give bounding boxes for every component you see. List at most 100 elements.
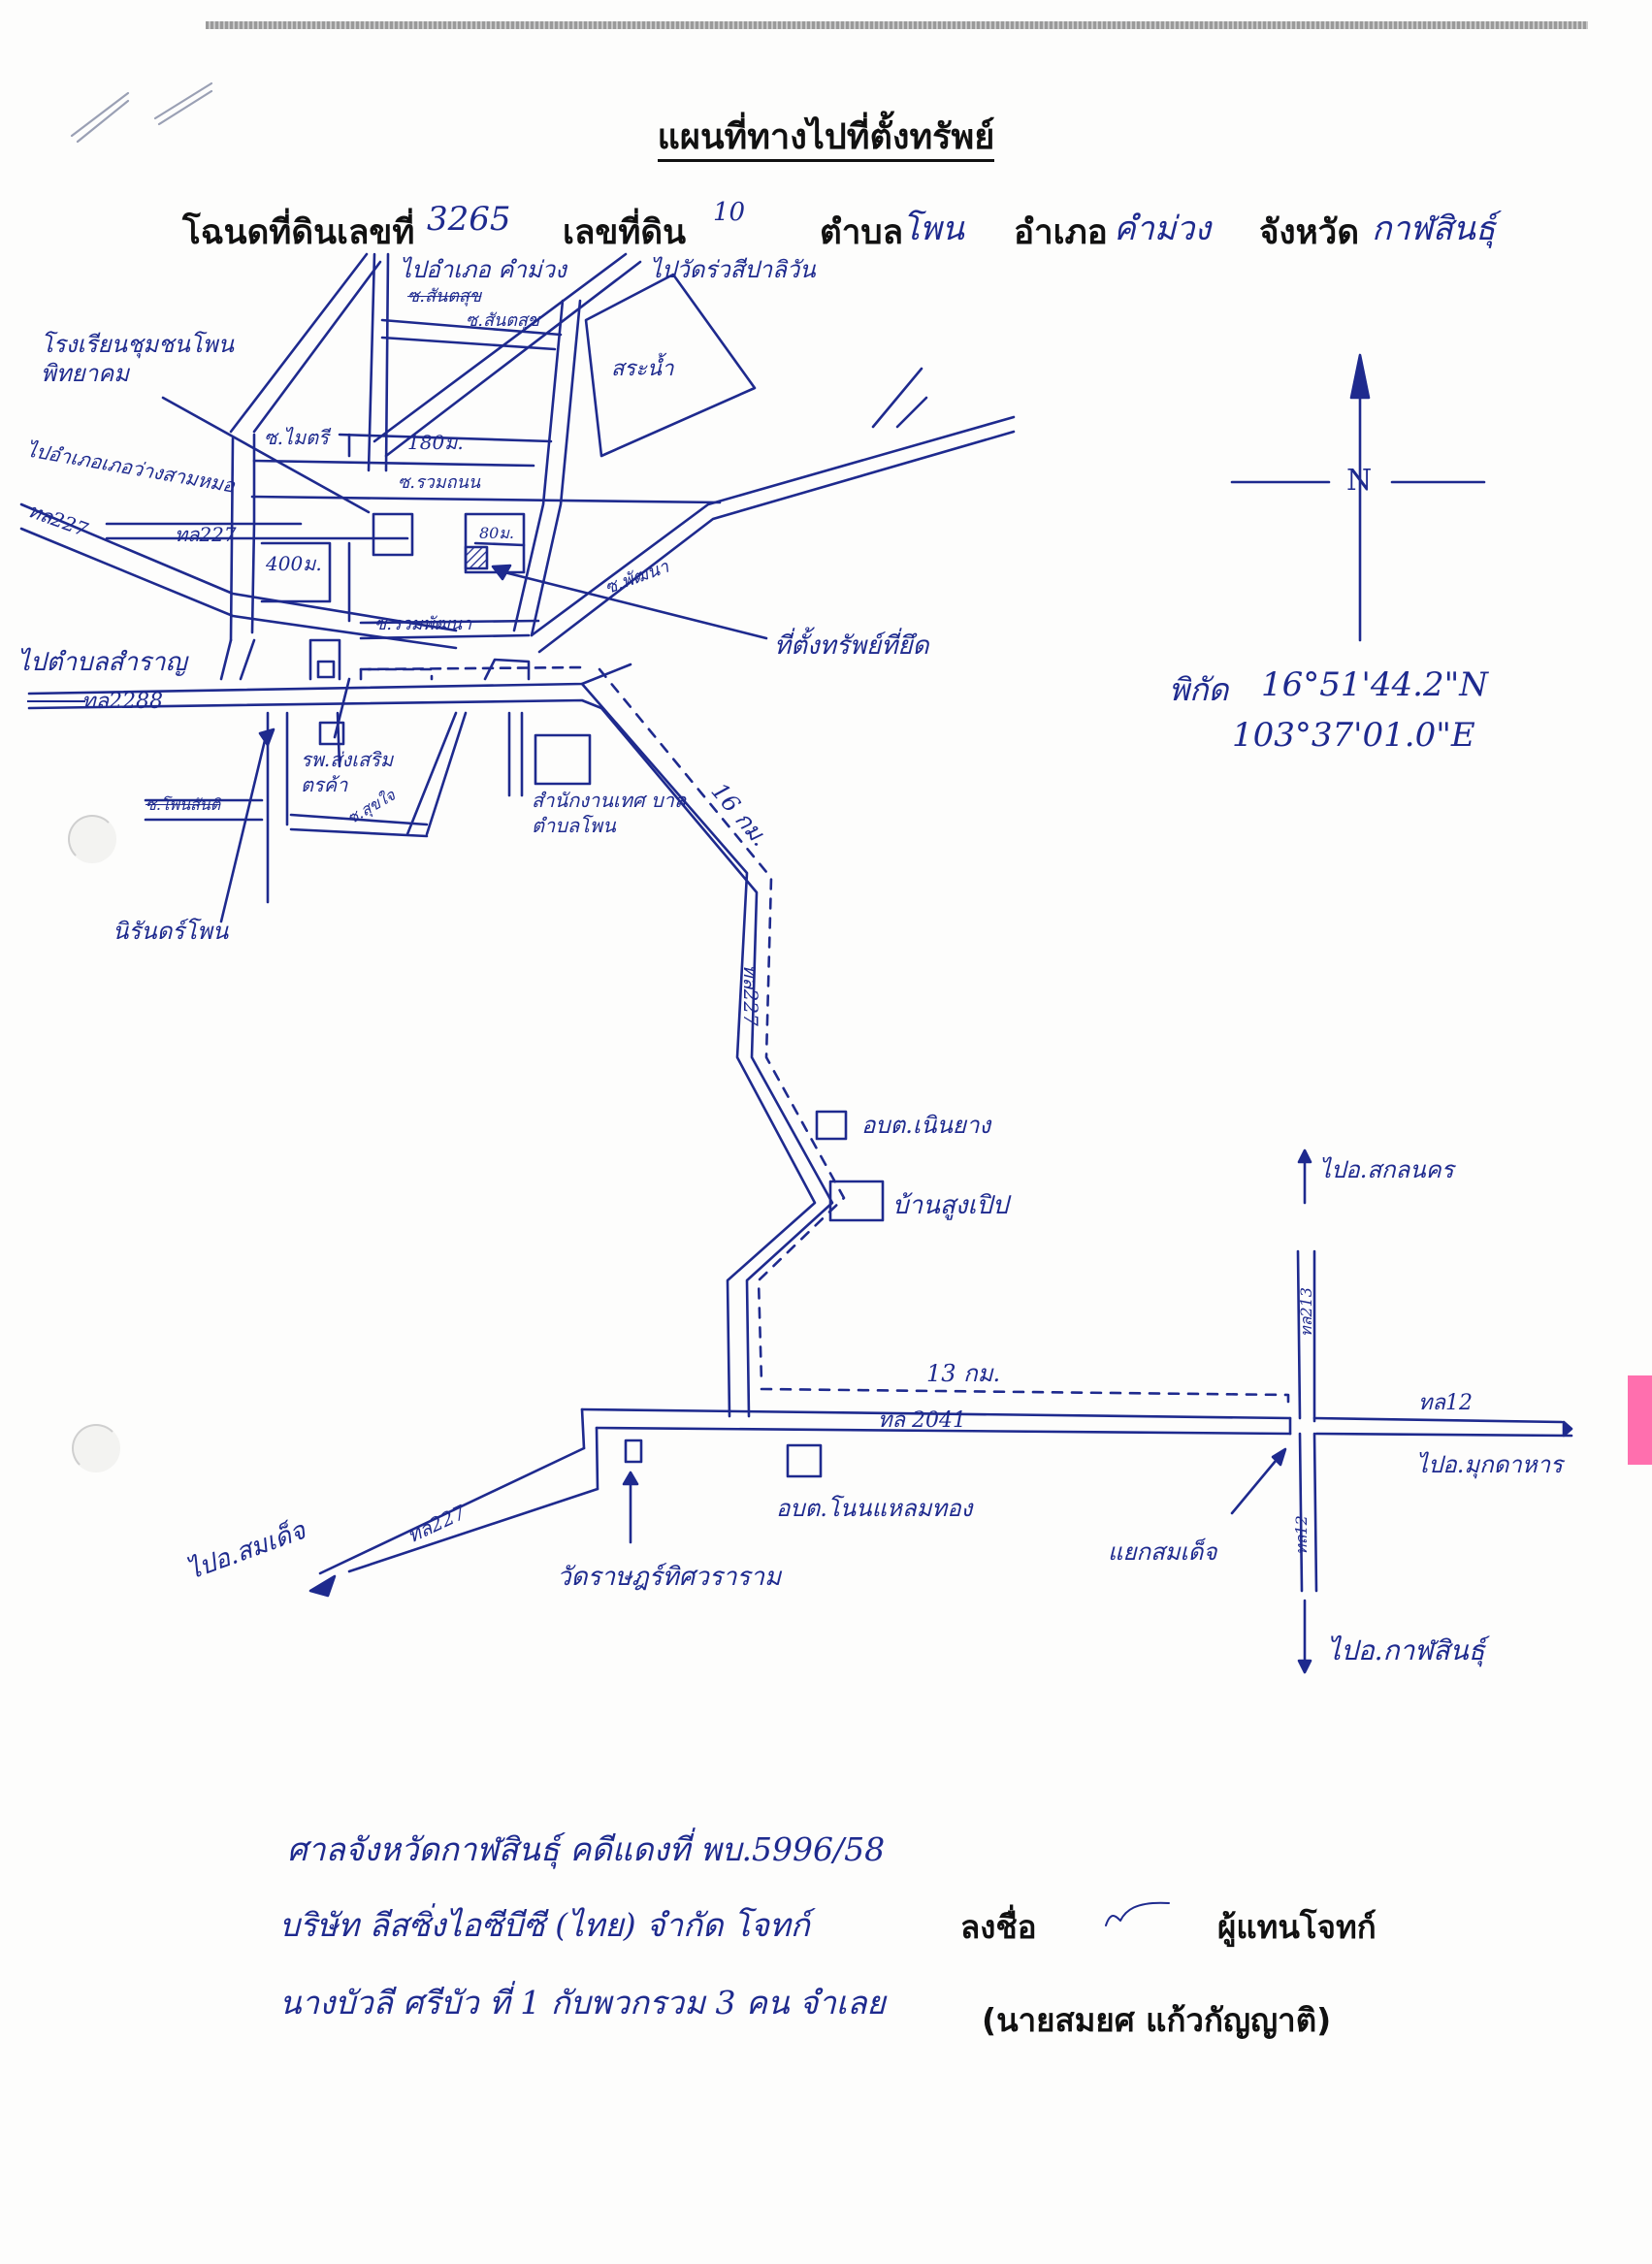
district-value: คำม่วง — [1114, 210, 1211, 248]
subdistrict-label: ตำบล — [820, 213, 904, 252]
sign-label: ลงชื่อ — [960, 1908, 1037, 1946]
label-soi-santisuk: ซ.สันตสุข — [466, 310, 540, 331]
road-northeast — [530, 367, 1016, 654]
property-parcel-hatched — [464, 545, 489, 570]
label-hwy-227-mid: ทล227 — [175, 523, 237, 546]
road-hwy-227-west — [19, 502, 458, 650]
label-to-sakon: ไปอ.สกลนคร — [1319, 1156, 1454, 1183]
compass-rose — [1230, 353, 1486, 642]
sao-noenyang-block — [815, 1110, 848, 1141]
signer-name: (นายสมยศ แก้วกัญญาติ) — [982, 2001, 1332, 2039]
junction-arrowhead — [1271, 1447, 1287, 1467]
block-rectangle — [464, 512, 526, 574]
police-pointer-arrowhead — [258, 728, 275, 747]
label-to-kalasin: ไปอ.กาฬสินธุ์ — [1327, 1634, 1485, 1666]
block-400m — [260, 541, 332, 603]
road-diagonal-top — [373, 252, 642, 458]
district-label: อำเภอ — [1014, 213, 1108, 252]
subdistrict-value: โพน — [902, 210, 964, 248]
label-to-wat: ไปวัดร่วสีปาลิวัน — [650, 256, 816, 283]
label-municipal-office: สำนักงานเทศ บาลตำบลโพน — [532, 789, 687, 837]
hospital-block — [318, 721, 345, 746]
shop-marker — [316, 660, 336, 679]
coordinates-longitude: 103°37'01.0"E — [1232, 716, 1475, 755]
property-pointer-line — [502, 570, 768, 640]
north-arrowhead — [1297, 1148, 1312, 1164]
road-soi-santisuk — [380, 336, 557, 351]
road-hwy-213-12-crossing — [1288, 1249, 1573, 1593]
deed-label: โฉนดที่ดินเลขที่ — [182, 213, 415, 252]
road-diagonal-left — [229, 252, 382, 434]
south-arrowhead — [1297, 1659, 1312, 1674]
sao-nonkhamthong-block — [786, 1443, 823, 1478]
wat-block — [624, 1439, 643, 1464]
pond-outline — [584, 273, 757, 458]
school-block — [372, 512, 414, 557]
road-soi-ruampattana — [359, 619, 540, 625]
land-number-label: เลขที่ดิน — [563, 213, 687, 252]
road-soi-ruamchon — [252, 459, 535, 468]
label-dist-80: 80ม. — [479, 524, 514, 542]
label-police: นิรันดร์โพน — [113, 918, 229, 945]
coordinates-latitude: 16°51'44.2"N — [1261, 665, 1488, 704]
label-dist-13km: 13 กม. — [926, 1360, 1001, 1387]
signature-mark — [1105, 1901, 1170, 1926]
property-pointer-arrowhead — [491, 564, 512, 581]
road-central-vertical — [512, 299, 582, 637]
label-hwy-227-vertical: ทล227 — [738, 964, 762, 1026]
label-to-sam-rong: ไปตำบลสำราญ — [17, 648, 187, 677]
arrow-west-line — [27, 700, 85, 702]
police-pointer-line — [219, 730, 269, 923]
province-value: กาฬสินธุ์ — [1372, 210, 1496, 248]
distance-13km — [760, 1387, 1290, 1408]
label-hwy-12-east: ทล12 — [1418, 1391, 1473, 1415]
page-title: แผนที่ทางไปที่ตั้งทรัพย์ — [0, 109, 1652, 164]
punch-hole-mark — [68, 815, 116, 863]
label-sao-nonkhamthong: อบต.โนนแหลมทอง — [776, 1495, 973, 1522]
pink-sticky-tab — [1628, 1375, 1652, 1465]
road-hwy-2041 — [580, 1407, 1292, 1491]
municipal-office-block — [534, 733, 592, 786]
punch-hole-mark — [72, 1424, 120, 1472]
label-dist-400: 400ม. — [266, 552, 322, 575]
road-hwy-227-southwest — [308, 1446, 599, 1598]
deed-number: 3265 — [427, 200, 511, 239]
road-soi-ruamchon — [250, 495, 722, 504]
road-soi-santisuk — [380, 318, 563, 337]
label-junction: แยกสมเด็จ — [1108, 1538, 1217, 1566]
label-property: ที่ตั้งทรัพย์ที่ยึด — [774, 631, 929, 661]
plaintiff-line: บริษัท ลีสซิ่งไอซีบีซี (ไทย) จำกัด โจทก์ — [279, 1906, 810, 1944]
scan-slash-marks — [70, 81, 213, 144]
land-number: 10 — [713, 198, 746, 227]
label-pond: สระน้ำ — [611, 357, 674, 381]
label-soi-maitri: ซ.ไมตรี — [264, 426, 329, 449]
signer-role: ผู้แทนโจทก์ — [1217, 1908, 1377, 1946]
label-soi-ruamchon: ซ.รวมถนน — [398, 472, 481, 493]
dimension-80m — [473, 541, 526, 547]
label-to-mukdahan: ไปอ.มุกดาหาร — [1416, 1451, 1563, 1478]
label-soi-ruampattana: ซ.รวมพัฒนา — [374, 614, 472, 634]
road-soi-ruampattana — [359, 633, 531, 640]
east-arrowhead — [1562, 1420, 1573, 1438]
label-soi-struck-bottom: ซ.โพนสันติ — [146, 795, 221, 814]
wat-pointer-arrowhead — [622, 1471, 639, 1486]
label-hwy-213: ทล213 — [1296, 1287, 1315, 1337]
label-school: โรงเรียนชุมชนโพน พิทยาคม — [41, 331, 234, 387]
label-dist-180: 180ม. — [407, 431, 464, 454]
school-pointer-line — [161, 396, 371, 514]
province-label: จังหวัด — [1259, 213, 1360, 252]
label-hwy-2041: ทล 2041 — [878, 1408, 966, 1433]
scan-top-edge — [206, 21, 1588, 29]
label-hospital: รพ.ส่งเสริม ตรค้า — [301, 748, 394, 796]
road-left-vertical — [250, 433, 256, 634]
junction-pointer-line — [1230, 1453, 1282, 1515]
label-wat-ratcha: วัดราษฎร์ทิศวราราม — [557, 1563, 782, 1592]
label-hwy-2288: ทล2288 — [81, 690, 163, 714]
compass-north-label: N — [1346, 464, 1373, 498]
defendant-line: นางบัวลี ศรีบัว ที่ 1 กับพวกรวม 3 คน จำเ… — [279, 1984, 886, 2021]
coordinates-prefix: พิกัด — [1169, 671, 1229, 708]
label-soi-struck: ซ.สันตสุข — [407, 286, 482, 307]
label-sao-noenyang: อบต.เนินยาง — [861, 1112, 991, 1139]
